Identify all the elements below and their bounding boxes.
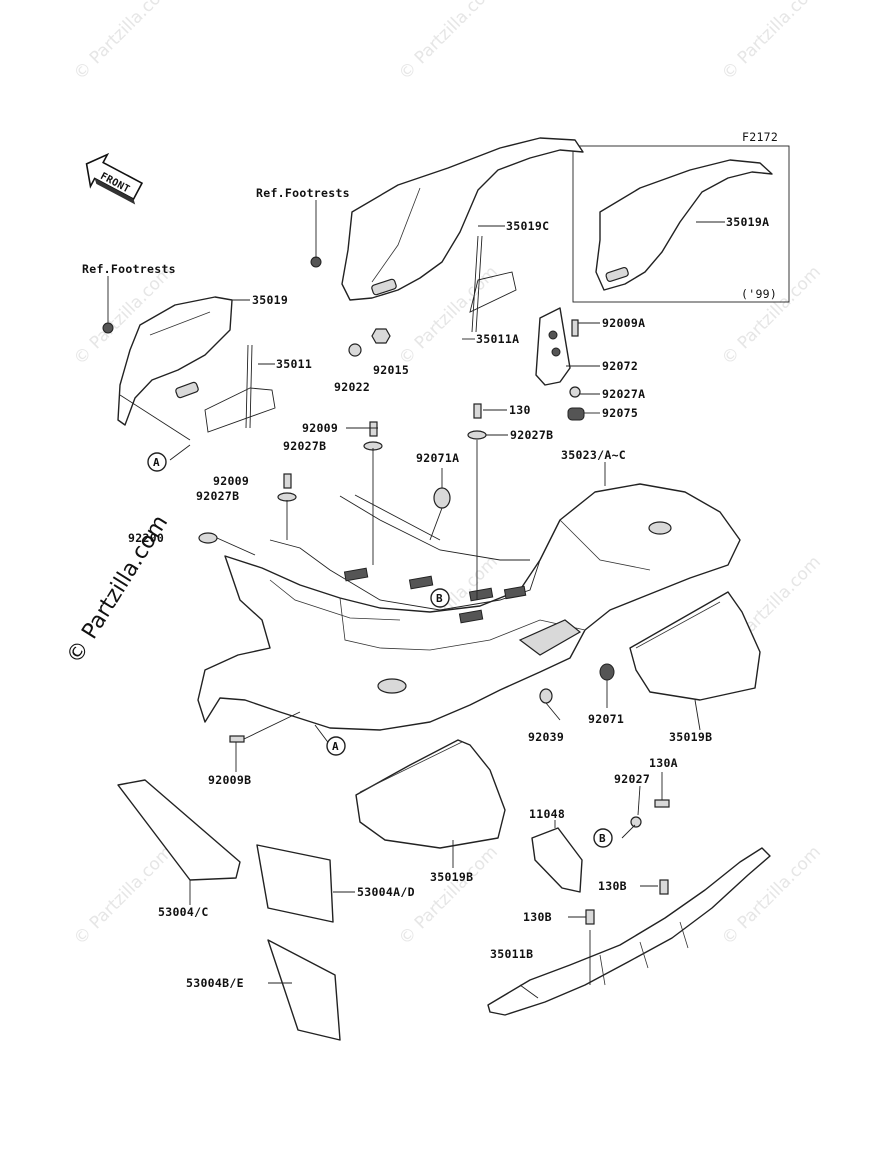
fender-35019a — [595, 159, 773, 291]
flap-35019b-2 — [355, 739, 506, 849]
fender-35019c — [341, 137, 584, 301]
bolt-92009a — [571, 319, 579, 337]
bracket-35011a — [469, 235, 517, 333]
label-92071a: 92071A — [416, 451, 460, 465]
label-92009b: 92009B — [208, 773, 252, 787]
label-92071: 92071 — [588, 712, 625, 726]
label-35019a: 35019A — [726, 215, 770, 229]
bolt-130b-2 — [585, 909, 595, 925]
tail-lens — [518, 619, 582, 656]
label-130b: 130B — [598, 879, 627, 893]
label-ref-footrests: Ref.Footrests — [256, 186, 350, 200]
label-92009: 92009 — [302, 421, 339, 435]
label-35011b: 35011B — [490, 947, 534, 961]
decal-53004ad — [256, 844, 334, 923]
label-92200: 92200 — [128, 531, 165, 545]
label-92027a: 92027A — [602, 387, 646, 401]
label-35023: 35023/A~C — [561, 448, 627, 462]
washer-92027b-3 — [277, 492, 297, 502]
bracket-92072 — [535, 307, 571, 386]
washer-92027a — [569, 386, 581, 398]
bolt-130 — [473, 403, 482, 419]
front-arrow-icon — [85, 152, 144, 205]
label-92027b: 92027B — [510, 428, 554, 442]
ref-marker-b: B — [436, 592, 443, 605]
washer-92027b-1 — [467, 430, 487, 440]
reference-markers — [147, 452, 613, 848]
label-92027b: 92027B — [196, 489, 240, 503]
bolt-footrest-1 — [310, 256, 322, 268]
label-35011: 35011 — [276, 357, 313, 371]
label-92075: 92075 — [602, 406, 639, 420]
nut-92015 — [371, 328, 391, 344]
label-35019c: 35019C — [506, 219, 550, 233]
label-92027: 92027 — [614, 772, 651, 786]
label-130b: 130B — [523, 910, 552, 924]
label-35019b: 35019B — [430, 870, 474, 884]
ref-marker-a: A — [153, 456, 160, 469]
label-53004c: 53004/C — [158, 905, 209, 919]
decal-53004be — [267, 939, 341, 1041]
label-130a: 130A — [649, 756, 678, 770]
label-35011a: 35011A — [476, 332, 520, 346]
label-53004be: 53004B/E — [186, 976, 244, 990]
inset-frame — [572, 145, 790, 303]
fender-35023 — [197, 483, 741, 731]
label-35019b: 35019B — [669, 730, 713, 744]
label-92027b: 92027B — [283, 439, 327, 453]
bracket-35011 — [204, 344, 276, 433]
figure-code: F2172 — [742, 130, 779, 144]
label-ref-footrests: Ref.Footrests — [82, 262, 176, 276]
label-92072: 92072 — [602, 359, 639, 373]
label-35019: 35019 — [252, 293, 289, 307]
label-11048: 11048 — [529, 807, 566, 821]
label-130: 130 — [509, 403, 531, 417]
bolt-92009-2 — [283, 473, 292, 489]
label-53004ad: 53004A/D — [357, 885, 415, 899]
ref-marker-a: A — [332, 740, 339, 753]
label-92015: 92015 — [373, 363, 410, 377]
bolt-130a — [654, 799, 670, 808]
leader-lines — [107, 200, 725, 999]
bolt-footrest-2 — [102, 322, 114, 334]
bolt-92009b — [229, 735, 245, 743]
bolt-92009-1 — [369, 421, 378, 437]
bolt-130b-1 — [659, 879, 669, 895]
ref-marker-b: B — [599, 832, 606, 845]
washer-92022 — [348, 343, 362, 357]
bracket-35011b — [487, 847, 771, 1016]
bolt-92039 — [539, 688, 553, 704]
cover-35019 — [117, 296, 233, 426]
washer-92027 — [630, 816, 642, 828]
label-92022: 92022 — [334, 380, 371, 394]
inset-note: ('99) — [741, 287, 778, 301]
label-92039: 92039 — [528, 730, 565, 744]
grommet-92071 — [599, 663, 615, 681]
grommet-92200 — [198, 532, 218, 544]
grommet-92075 — [567, 407, 585, 421]
flap-35019b-1 — [629, 591, 761, 701]
bracket-11048 — [531, 827, 583, 893]
decal-53004c — [117, 779, 241, 881]
label-92009a: 92009A — [602, 316, 646, 330]
label-92009: 92009 — [213, 474, 250, 488]
grommet-92071a — [433, 487, 451, 509]
